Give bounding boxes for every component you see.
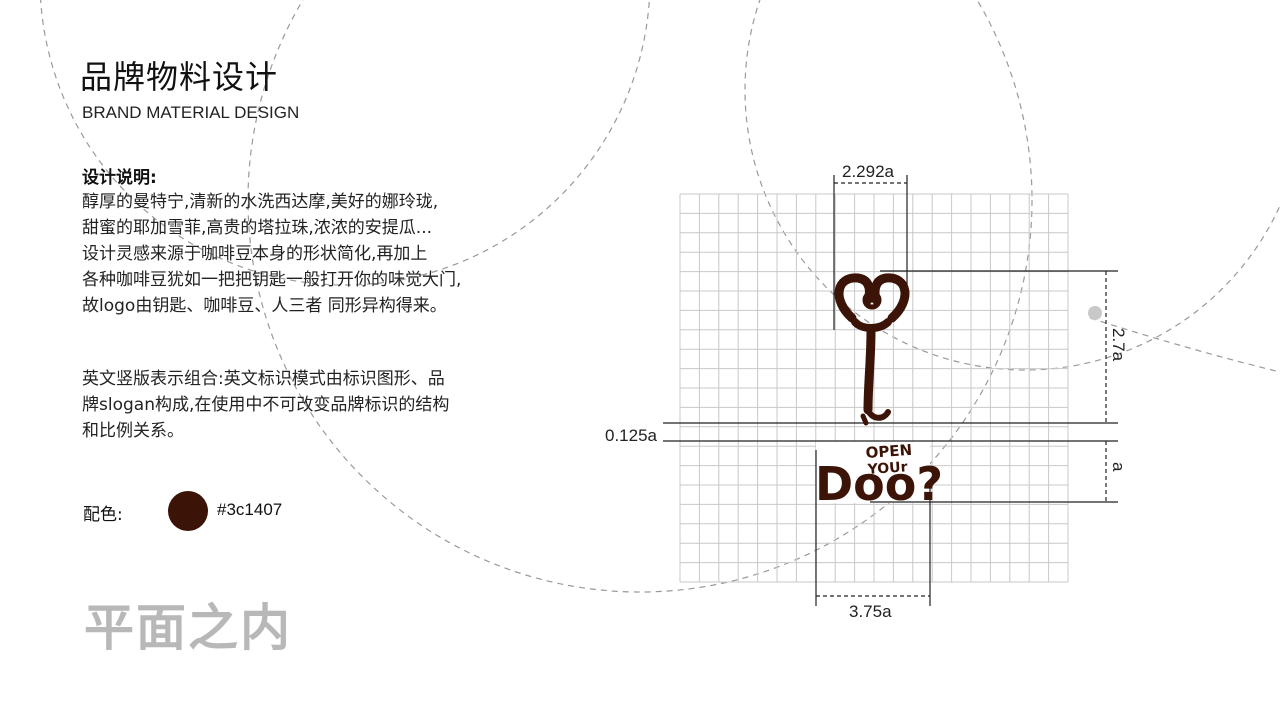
dimension-label-right-bottom: a: [1109, 462, 1128, 472]
description-line: 各种咖啡豆犹如一把把钥匙一般打开你的味觉大门,: [82, 270, 462, 290]
decor-arc-right: [1089, 317, 1280, 373]
wordmark-open: OPEN: [865, 441, 913, 462]
page-title: 品牌物料设计: [80, 58, 279, 96]
palette-label: 配色:: [83, 505, 123, 525]
description-line: 故logo由钥匙、咖啡豆、人三者 同形异构得来。: [82, 296, 447, 316]
description-line: 设计灵感来源于咖啡豆本身的形状简化,再加上: [82, 244, 428, 264]
description-line: 甜蜜的耶加雪菲,高贵的塔拉珠,浓浓的安提瓜...: [82, 218, 433, 238]
decor-circle-right: [744, 0, 1280, 371]
description-heading: 设计说明:: [82, 168, 157, 188]
watermark-logo: 平面之内: [84, 599, 292, 657]
construction-grid: [679, 193, 1069, 583]
color-swatch: [168, 491, 208, 531]
wordmark-clear-zone: [816, 441, 930, 503]
decor-dot: [1088, 306, 1102, 320]
layout-description-line: 英文竖版表示组合:英文标识模式由标识图形、品: [82, 369, 445, 389]
dimension-label-top: 2.292a: [842, 162, 894, 181]
layout-description-text: 英文竖版表示组合:英文标识模式由标识图形、品 牌slogan构成,在使用中不可改…: [82, 366, 449, 444]
description-line: 醇厚的曼特宁,清新的水洗西达摩,美好的娜玲珑,: [82, 192, 439, 212]
wordmark-door: Doo?: [815, 457, 943, 511]
wordmark-your: YOUr: [866, 459, 908, 478]
dimension-label-left: 0.125a: [605, 426, 657, 445]
page-subtitle: BRAND MATERIAL DESIGN: [82, 103, 300, 122]
description-text: 醇厚的曼特宁,清新的水洗西达摩,美好的娜玲珑, 甜蜜的耶加雪菲,高贵的塔拉珠,浓…: [82, 189, 461, 319]
dimension-label-bottom: 3.75a: [849, 602, 892, 621]
dimension-label-right-top: 2.7a: [1109, 328, 1128, 362]
decor-circle-big: [247, 0, 1033, 593]
layout-description-line: 和比例关系。: [82, 421, 184, 441]
decor-circle-left: [40, 0, 650, 286]
palette-hex: #3c1407: [217, 500, 283, 519]
brand-wordmark: OPEN YOUr Doo?: [815, 441, 943, 511]
brand-logo-mark: [834, 273, 910, 426]
dimension-lines: [663, 175, 1118, 606]
layout-description-line: 牌slogan构成,在使用中不可改变品牌标识的结构: [82, 395, 450, 415]
